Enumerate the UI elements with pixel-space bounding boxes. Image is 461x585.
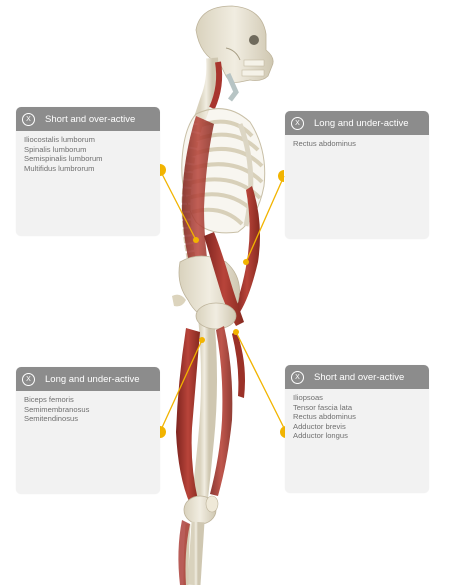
panel-title: Short and over-active — [314, 371, 405, 383]
iliopsoas-muscle — [204, 232, 244, 326]
panel-title: Long and under-active — [314, 117, 409, 129]
panel-header: X Long and under-active — [16, 367, 160, 391]
panel-header: X Long and under-active — [285, 111, 429, 135]
panel-title: Short and over-active — [45, 113, 136, 125]
panel-long-under-active-hamstrings: X Long and under-active Biceps femoris S… — [16, 367, 160, 494]
muscle-item: Rectus abdominus — [293, 412, 356, 422]
quadriceps-muscles — [210, 326, 233, 496]
patella — [205, 495, 219, 513]
skull — [195, 5, 274, 83]
muscle-item: Iliopsoas — [293, 393, 323, 402]
leader-tab-bottom-right — [280, 426, 286, 438]
muscle-item: Multifidus lumbrorum — [24, 163, 95, 173]
leader-line-top-left — [159, 169, 197, 241]
close-button[interactable]: X — [22, 112, 35, 126]
panel-header: X Short and over-active — [16, 107, 160, 131]
muscle-item: Semitendinosus — [24, 414, 79, 424]
muscle-item: Spinalis lumborum — [24, 144, 87, 154]
panel-long-under-active-abdominal: X Long and under-active Rectus abdominus — [285, 111, 429, 239]
leader-tab-top-right — [278, 170, 284, 182]
muscle-item: Tensor fascia lata — [293, 402, 353, 412]
rectus-abdominus-muscle — [234, 186, 260, 312]
adductor-muscles — [232, 330, 245, 398]
muscle-item: Biceps femoris — [24, 395, 74, 404]
tibia — [187, 521, 205, 585]
leader-line-bottom-left — [159, 339, 203, 433]
muscle-item: Adductor brevis — [293, 421, 346, 431]
leader-dots — [160, 164, 286, 438]
leader-dot-bottom-left — [199, 337, 205, 343]
muscle-item: Rectus abdominus — [293, 139, 356, 148]
panel-short-over-active-back: X Short and over-active Iliocostalis lum… — [16, 107, 160, 236]
hip-joint — [195, 302, 237, 330]
hyoid-cartilage — [225, 72, 239, 102]
muscle-list: Iliocostalis lumborum Spinalis lumborum … — [16, 131, 160, 173]
muscle-item: Adductor longus — [293, 431, 348, 441]
muscle-item: Iliocostalis lumborum — [24, 135, 95, 144]
leader-tab-bottom-left — [160, 426, 166, 438]
femur — [192, 308, 217, 506]
neck-spine — [194, 57, 219, 120]
close-button[interactable]: X — [291, 370, 304, 384]
leader-dot-top-left — [193, 237, 199, 243]
leader-tab-top-left — [160, 164, 166, 176]
muscle-item: Semispinalis lumborum — [24, 154, 103, 164]
panel-header: X Short and over-active — [285, 365, 429, 389]
muscle-list: Rectus abdominus — [285, 135, 429, 149]
leader-dot-top-right — [243, 259, 249, 265]
muscle-list: Iliopsoas Tensor fascia lata Rectus abdo… — [285, 389, 429, 441]
leader-dot-bottom-right — [233, 329, 239, 335]
leader-line-bottom-right — [235, 331, 287, 433]
muscle-list: Biceps femoris Semimembranosus Semitendi… — [16, 391, 160, 424]
hamstring-muscles — [176, 328, 200, 504]
neck-muscle — [209, 61, 223, 110]
erector-spinae-muscle — [182, 116, 214, 290]
muscle-item: Semimembranosus — [24, 404, 90, 414]
panel-short-over-active-hip-flexors: X Short and over-active Iliopsoas Tensor… — [285, 365, 429, 493]
leader-lines — [159, 169, 287, 433]
leader-line-top-right — [245, 175, 285, 263]
calf-muscle — [178, 520, 190, 585]
close-button[interactable]: X — [22, 372, 35, 386]
panel-title: Long and under-active — [45, 373, 140, 385]
close-button[interactable]: X — [291, 116, 304, 130]
